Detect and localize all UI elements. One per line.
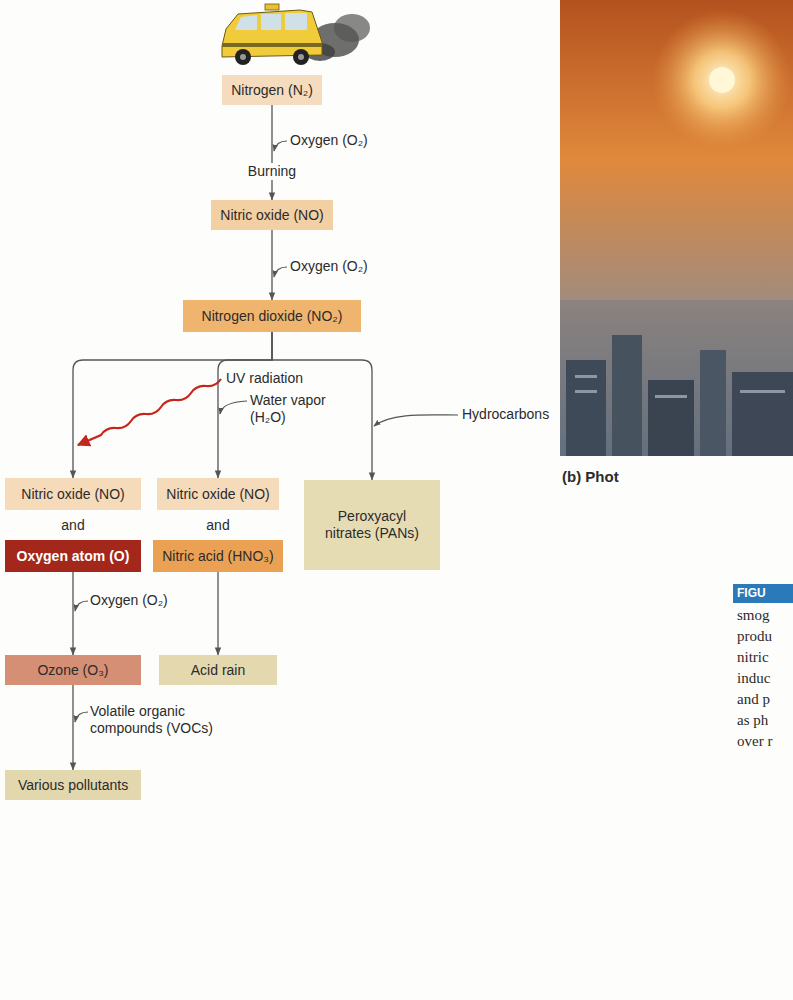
process-box: Nitric oxide (NO) — [5, 478, 141, 510]
caption-fragment: nitric — [737, 648, 769, 666]
reaction-arrow — [271, 105, 272, 200]
connective-word: and — [206, 517, 229, 534]
process-box: Acid rain — [159, 655, 277, 685]
connective-word: and — [61, 517, 84, 534]
edge-label: Volatile organic compounds (VOCs) — [90, 703, 222, 737]
process-box: Ozone (O₃) — [5, 655, 141, 685]
reaction-arrow — [72, 685, 73, 770]
edge-label: Water vapor (H₂O) — [250, 392, 342, 426]
car-wheel — [235, 49, 251, 65]
caption-fragment: and p — [737, 690, 770, 708]
building-window — [740, 390, 785, 393]
car-hub — [298, 54, 304, 60]
box-text: Ozone (O₃) — [37, 662, 108, 679]
caption-fragment: induc — [737, 669, 770, 687]
edge-label: Oxygen (O₂) — [90, 592, 168, 609]
process-box: Various pollutants — [5, 770, 141, 800]
reagent-arrow — [274, 141, 287, 151]
caption-fragment: smog — [737, 606, 770, 624]
caption-fragment: over r — [737, 732, 772, 750]
building-window — [575, 390, 597, 393]
sun — [709, 67, 735, 93]
reaction-arrow — [271, 230, 272, 300]
step-note: Burning — [245, 163, 299, 180]
car-roof-sign — [265, 4, 279, 10]
edge-label: Oxygen (O₂) — [290, 132, 368, 149]
process-box: Nitrogen dioxide (NO₂) — [183, 300, 361, 332]
building — [700, 350, 726, 456]
car-body — [222, 10, 322, 57]
reaction-arrow — [72, 572, 73, 655]
reagent-arrow — [75, 601, 88, 611]
reagent-arrow — [274, 267, 287, 277]
process-box: Peroxyacyl nitrates (PANs) — [304, 480, 440, 570]
process-box: Oxygen atom (O) — [5, 540, 141, 572]
edge-label: Oxygen (O₂) — [290, 258, 368, 275]
smog-photo — [560, 0, 793, 456]
edge-label: UV radiation — [226, 370, 303, 387]
box-text: Nitrogen (N₂) — [231, 82, 313, 99]
reaction-arrow — [73, 332, 272, 478]
box-text: Oxygen atom (O) — [17, 548, 130, 565]
box-text: Nitrogen dioxide (NO₂) — [202, 308, 343, 325]
process-box: Nitrogen (N₂) — [222, 75, 322, 105]
uv-wave — [78, 379, 221, 445]
caption-fragment: as ph — [737, 711, 768, 729]
box-text: Nitric acid (HNO₃) — [162, 548, 273, 565]
car-illustration — [222, 4, 370, 65]
building — [648, 380, 694, 456]
building — [612, 335, 642, 456]
reaction-arrow — [217, 572, 218, 655]
figure-tag — [733, 584, 793, 603]
process-box: Nitric acid (HNO₃) — [153, 540, 283, 572]
building-window — [575, 375, 597, 378]
process-box: Nitric oxide (NO) — [157, 478, 279, 510]
caption-fragment: produ — [737, 627, 772, 645]
photo-sky — [560, 0, 793, 456]
car-window — [285, 13, 307, 30]
process-box: Nitric oxide (NO) — [211, 200, 333, 230]
car-stripe — [222, 43, 322, 47]
building-window — [655, 395, 687, 398]
box-text: Nitric oxide (NO) — [21, 486, 124, 503]
sun-glow — [652, 10, 792, 150]
reagent-arrow — [220, 401, 247, 414]
car-wheel — [293, 49, 309, 65]
building — [566, 360, 606, 456]
building — [732, 372, 793, 456]
haze — [560, 300, 793, 456]
figure-tag-text: FIGU — [737, 586, 766, 600]
photo-caption: (b) Phot — [562, 468, 619, 486]
car-window — [261, 14, 281, 30]
reagent-arrow — [374, 415, 458, 426]
exhaust-smoke — [334, 14, 370, 42]
box-text: Acid rain — [191, 662, 245, 679]
edge-label: Hydrocarbons — [462, 406, 549, 423]
box-text: Peroxyacyl nitrates (PANs) — [325, 508, 420, 542]
car-hub — [240, 54, 246, 60]
box-text: Nitric oxide (NO) — [220, 207, 323, 224]
reagent-arrow — [75, 712, 88, 722]
car-window — [235, 15, 257, 30]
box-text: Various pollutants — [18, 777, 128, 794]
box-text: Nitric oxide (NO) — [166, 486, 269, 503]
